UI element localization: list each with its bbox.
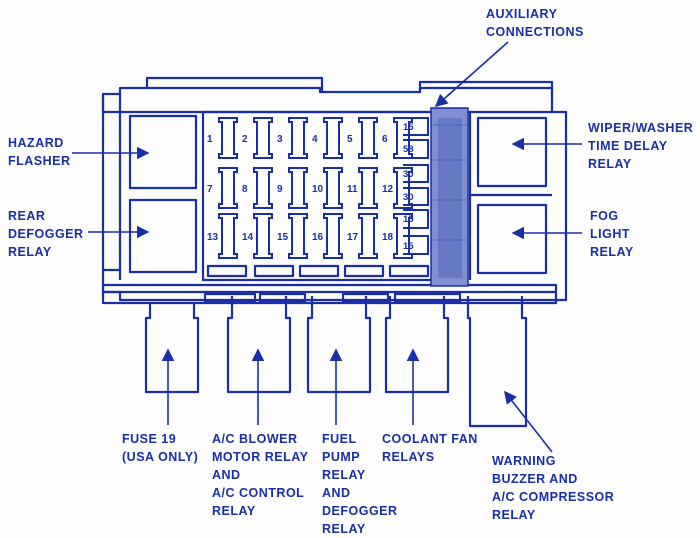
fuse-number-17: 17	[347, 232, 359, 243]
base-rail	[101, 283, 558, 305]
top-bump-right	[418, 80, 554, 94]
fuse-5	[358, 117, 378, 159]
fuse-number-9: 9	[277, 184, 283, 195]
side-rating-4: 15	[403, 214, 414, 225]
fuse-3	[288, 117, 308, 159]
fuse-4	[323, 117, 343, 159]
ac-blower-label: A/C BLOWER MOTOR RELAY AND A/C CONTROL R…	[212, 432, 309, 518]
fuse-11	[358, 167, 378, 209]
fuse-number-10: 10	[312, 184, 324, 195]
top-bump-left	[145, 76, 324, 92]
aux-leader	[434, 41, 509, 108]
fuse-number-5: 5	[347, 134, 353, 145]
warning-buzzer-label: WARNING BUZZER AND A/C COMPRESSOR RELAY	[492, 454, 615, 522]
fuse-2	[253, 117, 273, 159]
wiper-washer-relay	[476, 116, 548, 188]
fuse-14	[253, 213, 273, 259]
fuse-1	[218, 117, 238, 159]
auxiliary-connections-label: AUXILIARY CONNECTIONS	[486, 7, 584, 39]
fuse-number-7: 7	[207, 184, 213, 195]
ac-blower-relay	[226, 296, 292, 394]
fuse19-relay	[144, 303, 200, 394]
fuse-6	[393, 117, 413, 159]
fuse-8	[253, 167, 273, 209]
side-rating-1: 58	[403, 144, 414, 155]
hazard-flasher-relay	[128, 114, 198, 190]
fog-light-relay	[476, 203, 548, 275]
warning-buzzer-relay	[466, 296, 528, 428]
fuse-number-16: 16	[312, 232, 324, 243]
fuse-number-2: 2	[242, 134, 248, 145]
side-rating-5: 15	[403, 241, 414, 252]
fuse-number-14: 14	[242, 232, 254, 243]
rear-defogger-relay	[128, 198, 198, 274]
fuel-pump-relay	[306, 296, 372, 394]
fuse-number-8: 8	[242, 184, 248, 195]
fuse-15	[288, 213, 308, 259]
rear-defogger-label: REAR DEFOGGER RELAY	[8, 209, 84, 259]
fuse19-label: FUSE 19 (USA ONLY)	[122, 432, 199, 464]
side-rating-3: 30	[403, 192, 414, 203]
side-rating-0: 15	[403, 122, 414, 133]
fuse-9	[288, 167, 308, 209]
fuse-number-3: 3	[277, 134, 283, 145]
hazard-flasher-label: HAZARD FLASHER	[8, 136, 71, 168]
fog-light-label: FOG LIGHT RELAY	[590, 209, 634, 259]
coolant-fan-relay	[384, 296, 450, 394]
fuse-number-4: 4	[312, 134, 318, 145]
warning-leader	[504, 390, 553, 453]
coolant-fan-label: COOLANT FAN RELAYS	[382, 432, 478, 464]
fuse-number-11: 11	[347, 184, 358, 195]
fuse-number-1: 1	[207, 134, 213, 145]
fuse-number-15: 15	[277, 232, 289, 243]
fuse-7	[218, 167, 238, 209]
wiper-washer-label: WIPER/WASHER TIME DELAY RELAY	[588, 121, 694, 171]
fuse-number-18: 18	[382, 232, 394, 243]
fuse-10	[323, 167, 343, 209]
fuse-number-12: 12	[382, 184, 394, 195]
fuse-13	[218, 213, 238, 259]
side-rating-2: 30	[403, 169, 414, 180]
fuse-number-13: 13	[207, 232, 219, 243]
fuse-17	[358, 213, 378, 259]
fuse-16	[323, 213, 343, 259]
fuse-number-6: 6	[382, 134, 388, 145]
